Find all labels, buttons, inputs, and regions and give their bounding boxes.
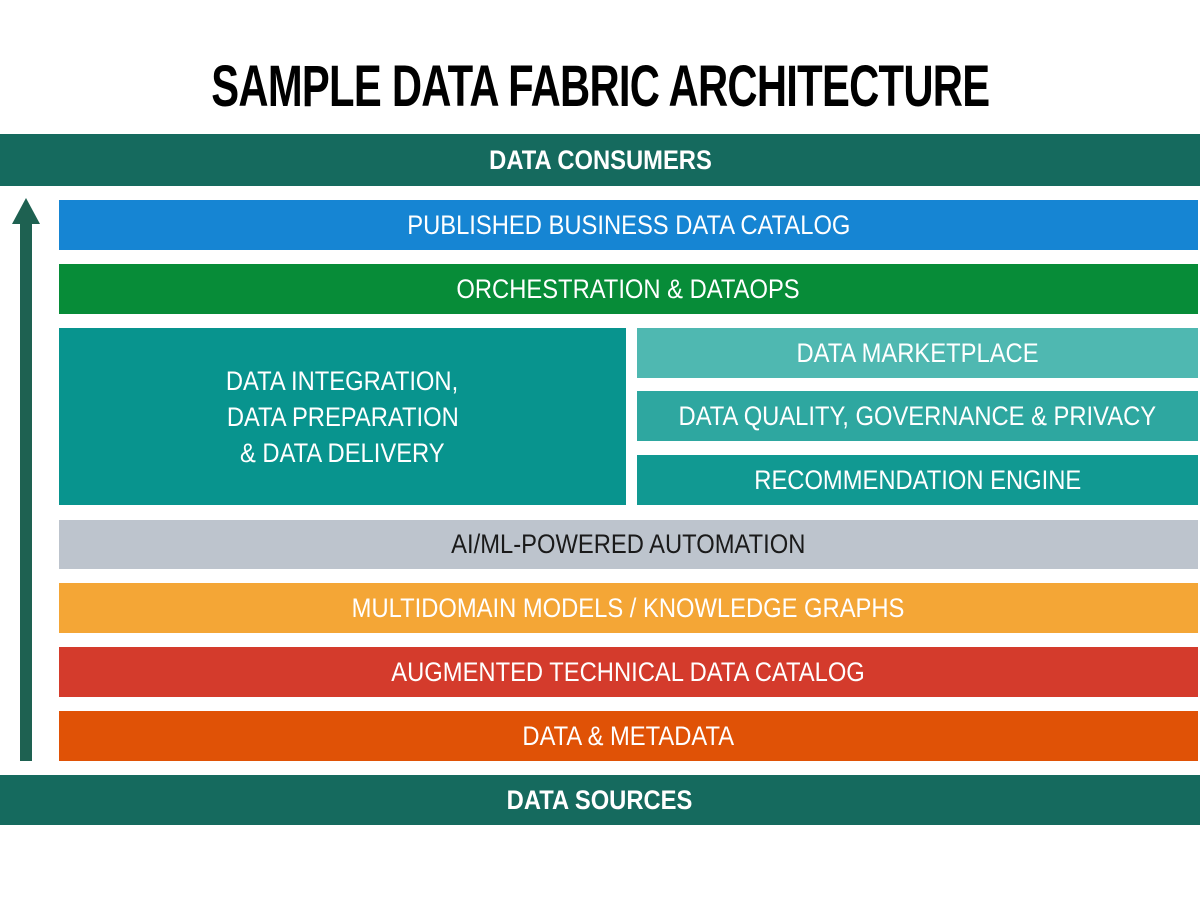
- layer-label: PUBLISHED BUSINESS DATA CATALOG: [406, 209, 851, 240]
- data-consumers-band: DATA CONSUMERS: [0, 134, 1200, 186]
- arrow-head-icon: [12, 198, 40, 224]
- block-line: & DATA DELIVERY: [240, 437, 445, 468]
- layer-label: MULTIDOMAIN MODELS / KNOWLEDGE GRAPHS: [352, 592, 905, 623]
- layer-data-quality-governance-privacy: DATA QUALITY, GOVERNANCE & PRIVACY: [637, 391, 1198, 441]
- data-consumers-label: DATA CONSUMERS: [488, 144, 712, 175]
- layer-augmented-technical-data-catalog: AUGMENTED TECHNICAL DATA CATALOG: [59, 647, 1198, 697]
- layer-label: ORCHESTRATION & DATAOPS: [456, 273, 801, 304]
- page-title-text: SAMPLE DATA FABRIC ARCHITECTURE: [210, 53, 990, 119]
- arrow-shaft: [20, 223, 32, 761]
- layer-label: AI/ML-POWERED AUTOMATION: [451, 529, 806, 559]
- data-sources-band: DATA SOURCES: [0, 775, 1200, 825]
- layer-label: DATA & METADATA: [522, 720, 735, 751]
- layer-label: DATA MARKETPLACE: [796, 337, 1039, 368]
- layer-recommendation-engine: RECOMMENDATION ENGINE: [637, 455, 1198, 505]
- block-line: DATA INTEGRATION,: [226, 365, 459, 396]
- block-data-integration-preparation-delivery: DATA INTEGRATION, DATA PREPARATION & DAT…: [59, 328, 626, 505]
- block-line: DATA PREPARATION: [226, 401, 459, 432]
- page-title: SAMPLE DATA FABRIC ARCHITECTURE: [0, 50, 1200, 122]
- layer-label: RECOMMENDATION ENGINE: [754, 464, 1081, 495]
- layer-data-marketplace: DATA MARKETPLACE: [637, 328, 1198, 378]
- layer-multidomain-models-knowledge-graphs: MULTIDOMAIN MODELS / KNOWLEDGE GRAPHS: [59, 583, 1198, 633]
- layer-aiml-powered-automation: AI/ML-POWERED AUTOMATION: [59, 520, 1198, 569]
- data-sources-label: DATA SOURCES: [507, 784, 693, 815]
- layer-label: DATA QUALITY, GOVERNANCE & PRIVACY: [678, 400, 1157, 431]
- layer-orchestration-dataops: ORCHESTRATION & DATAOPS: [59, 264, 1198, 314]
- layer-data-and-metadata: DATA & METADATA: [59, 711, 1198, 761]
- layer-label: AUGMENTED TECHNICAL DATA CATALOG: [391, 656, 866, 687]
- layer-published-business-data-catalog: PUBLISHED BUSINESS DATA CATALOG: [59, 200, 1198, 250]
